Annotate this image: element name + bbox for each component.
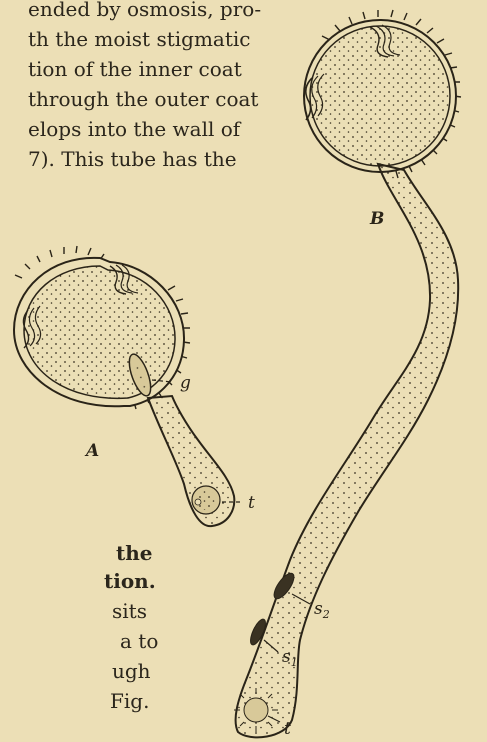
pollen-tube-a: t — [148, 396, 255, 526]
pollen-tube-b: s2 s1 t — [234, 164, 458, 739]
label-t-b: t — [284, 719, 291, 739]
label-s2: s2 — [314, 599, 330, 621]
label-g: g — [180, 373, 191, 393]
label-b: B — [369, 209, 384, 229]
pollen-grain-b: B — [304, 10, 461, 229]
label-t-a: t — [248, 493, 255, 513]
label-a: A — [84, 441, 99, 461]
